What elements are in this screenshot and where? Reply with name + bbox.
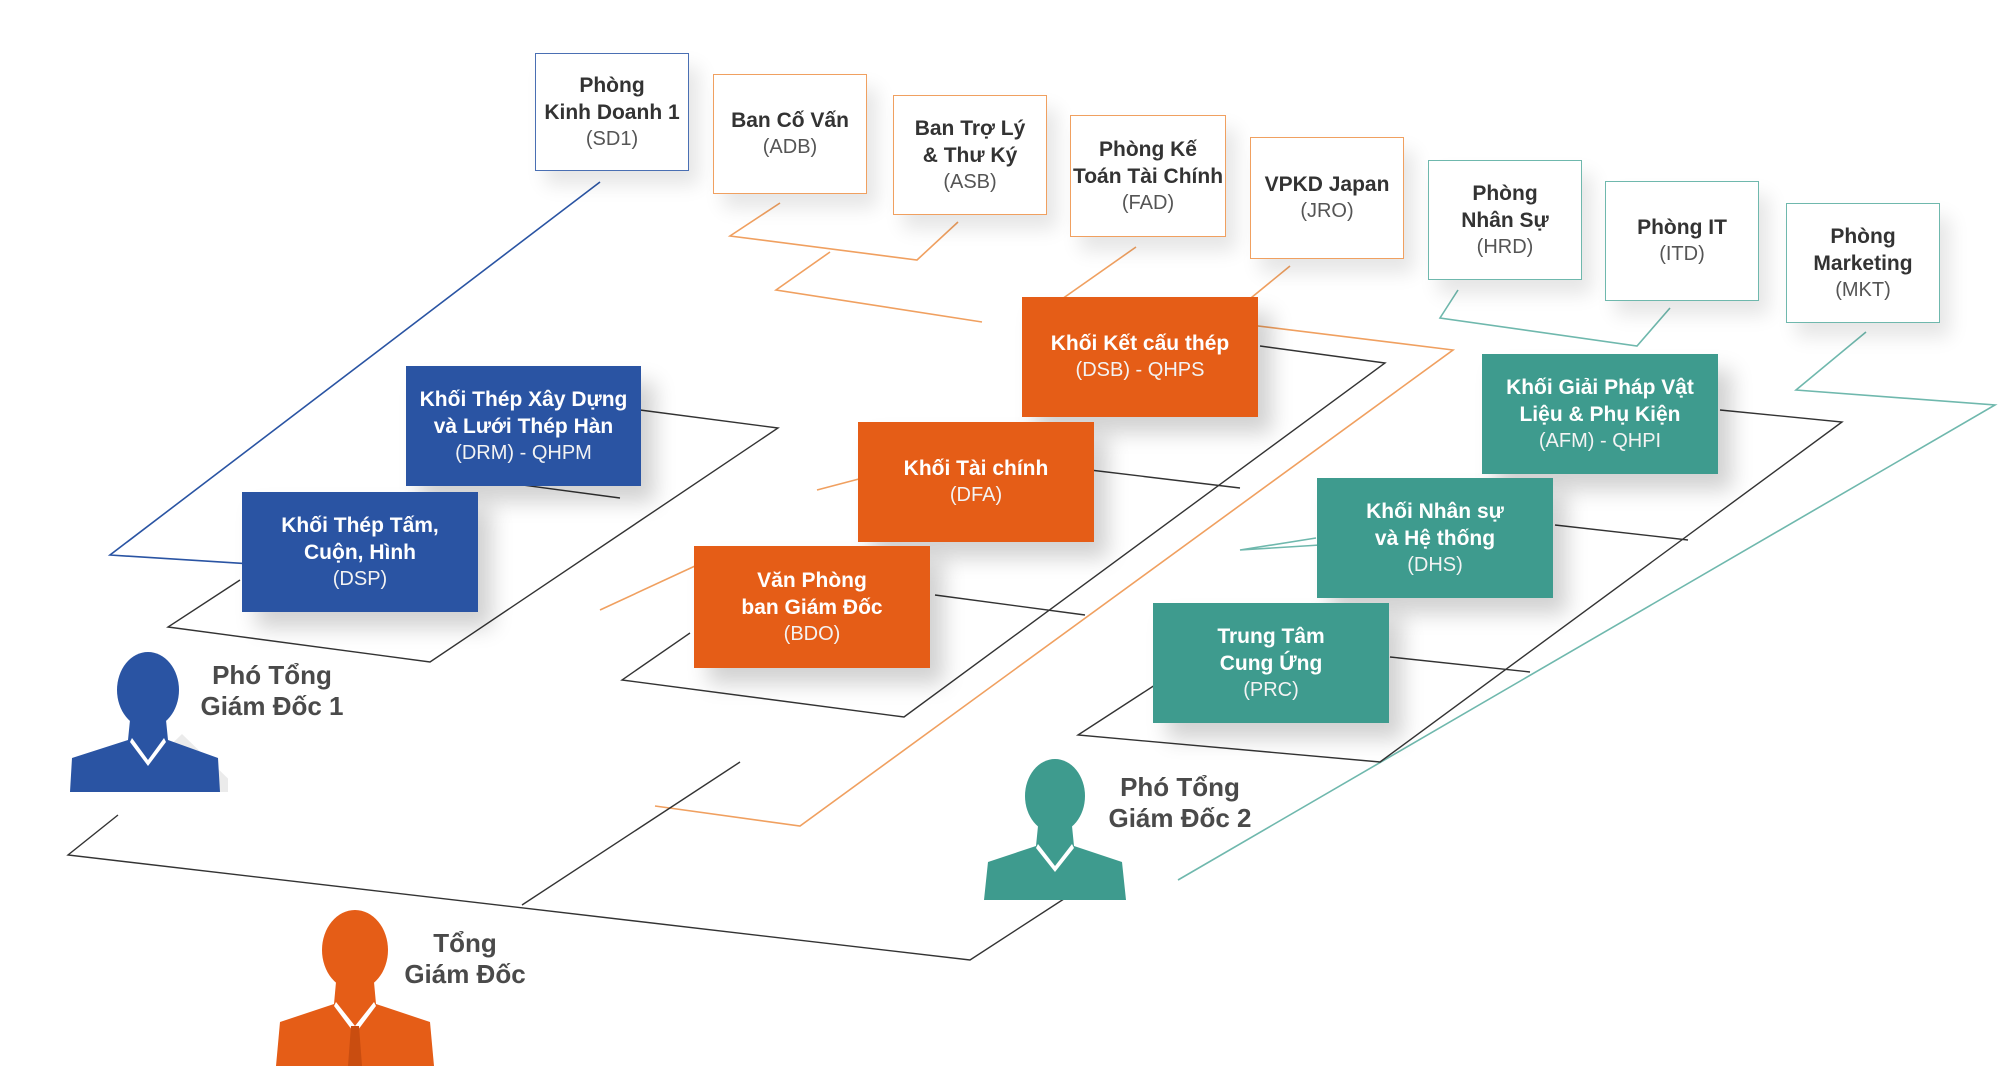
dept-asb-name: Ban Trợ Lý & Thư Ký [914,116,1026,167]
general-director-person-icon [276,910,434,1066]
dept-sd1-code: (SD1) [585,127,639,150]
teal-inner-frame-1 [1554,524,1689,541]
dept-mkt[interactable]: Phòng Marketing (MKT) [1786,203,1940,323]
unit-dsp[interactable]: Khối Thép Tấm, Cuộn, Hình (DSP) [242,492,478,612]
dept-mkt-name: Phòng Marketing [1813,224,1913,275]
dept-asb-code: (ASB) [943,170,997,193]
dhs-connector [1239,537,1321,551]
dept-itd-name: Phòng IT [1637,216,1727,239]
unit-afm-code: (AFM) - QHPI [1538,429,1662,452]
unit-bdo-name: Văn Phòng ban Giám Đốc [741,568,883,619]
dept-itd-code: (ITD) [1659,243,1705,265]
unit-dsb-name: Khối Kết cấu thép [1050,332,1230,355]
dept-mkt-code: (MKT) [1835,278,1891,301]
general-director-label: Tổng Giám Đốc [404,928,526,989]
unit-dfa[interactable]: Khối Tài chính (DFA) [858,422,1094,542]
dept-fad-code: (FAD) [1121,191,1175,214]
dept-hrd-name: Phòng Nhân Sự [1461,181,1549,232]
unit-bdo[interactable]: Văn Phòng ban Giám Đốc (BDO) [694,546,930,668]
deputy-director-2-label: Phó Tổng Giám Đốc 2 [1108,772,1252,833]
unit-drm-name: Khối Thép Xây Dựng và Lưới Thép Hàn [419,387,628,438]
dept-adb-code: (ADB) [762,136,818,158]
unit-dfa-name: Khối Tài chính [903,457,1049,480]
unit-bdo-code: (BDO) [783,622,841,645]
unit-dhs-code: (DHS) [1407,553,1463,576]
teal-inner-frame-2 [1389,656,1531,673]
dept-jro-name: VPKD Japan [1264,173,1390,196]
unit-dhs[interactable]: Khối Nhân sự và Hệ thống (DHS) [1317,478,1553,598]
dept-fad[interactable]: Phòng Kế Toán Tài Chính (FAD) [1070,115,1226,237]
dept-itd[interactable]: Phòng IT (ITD) [1605,181,1759,301]
blue-group-frame [166,409,780,663]
unit-dsp-code: (DSP) [332,567,388,590]
orange-connectors [599,202,1456,827]
asb-trunk-connector [773,251,983,323]
unit-dsb[interactable]: Khối Kết cấu thép (DSB) - QHPS [1022,297,1258,417]
dept-adb[interactable]: Ban Cố Vấn (ADB) [713,74,867,194]
dept-asb[interactable]: Ban Trợ Lý & Thư Ký (ASB) [893,95,1047,215]
dept-adb-name: Ban Cố Vấn [731,109,849,132]
dept-hrd[interactable]: Phòng Nhân Sự (HRD) [1428,160,1582,280]
deputy-director-2-person-icon [984,759,1126,900]
dept-fad-name: Phòng Kế Toán Tài Chính [1072,137,1224,188]
teal-connectors [1177,289,1998,881]
unit-prc-name: Trung Tâm Cung Ứng [1217,624,1325,675]
unit-dfa-code: (DFA) [949,484,1003,506]
unit-prc[interactable]: Trung Tâm Cung Ứng (PRC) [1153,603,1389,723]
dept-sd1-name: Phòng Kinh Doanh 1 [544,73,680,124]
adb-asb-connector [727,202,959,261]
deputy-director-1-label: Phó Tổng Giám Đốc 1 [200,660,344,721]
unit-drm[interactable]: Khối Thép Xây Dựng và Lưới Thép Hàn (DRM… [406,366,641,486]
dept-jro-code: (JRO) [1300,200,1354,222]
orange-group-frame [620,345,1387,718]
unit-dhs-name: Khối Nhân sự và Hệ thống [1366,499,1504,550]
dept-hrd-code: (HRD) [1476,235,1534,258]
ceo-to-orange-line [521,761,741,906]
unit-drm-code: (DRM) - QHPM [455,441,592,464]
orange-outer-loop [654,324,1456,827]
unit-afm-name: Khối Giải Pháp Vật Liệu & Phụ Kiện [1506,375,1694,426]
unit-afm[interactable]: Khối Giải Pháp Vật Liệu & Phụ Kiện (AFM)… [1482,354,1718,474]
unit-dsp-name: Khối Thép Tấm, Cuộn, Hình [281,513,439,564]
teal-group-frame [1075,409,1844,763]
unit-prc-code: (PRC) [1243,678,1299,701]
orange-inner-frame-2 [934,594,1086,616]
dept-sd1[interactable]: Phòng Kinh Doanh 1 (SD1) [535,53,689,171]
hrd-itd-connector [1438,289,1671,347]
orange-inner-frame-1 [1089,469,1241,489]
mkt-connector [1177,331,1998,881]
ceo-bottom-frame [66,814,1071,961]
bdo-connector [599,559,709,611]
dept-jro[interactable]: VPKD Japan (JRO) [1250,137,1404,259]
unit-dsb-code: (DSB) - QHPS [1075,359,1205,381]
deputy-director-1-person-icon [70,652,228,792]
